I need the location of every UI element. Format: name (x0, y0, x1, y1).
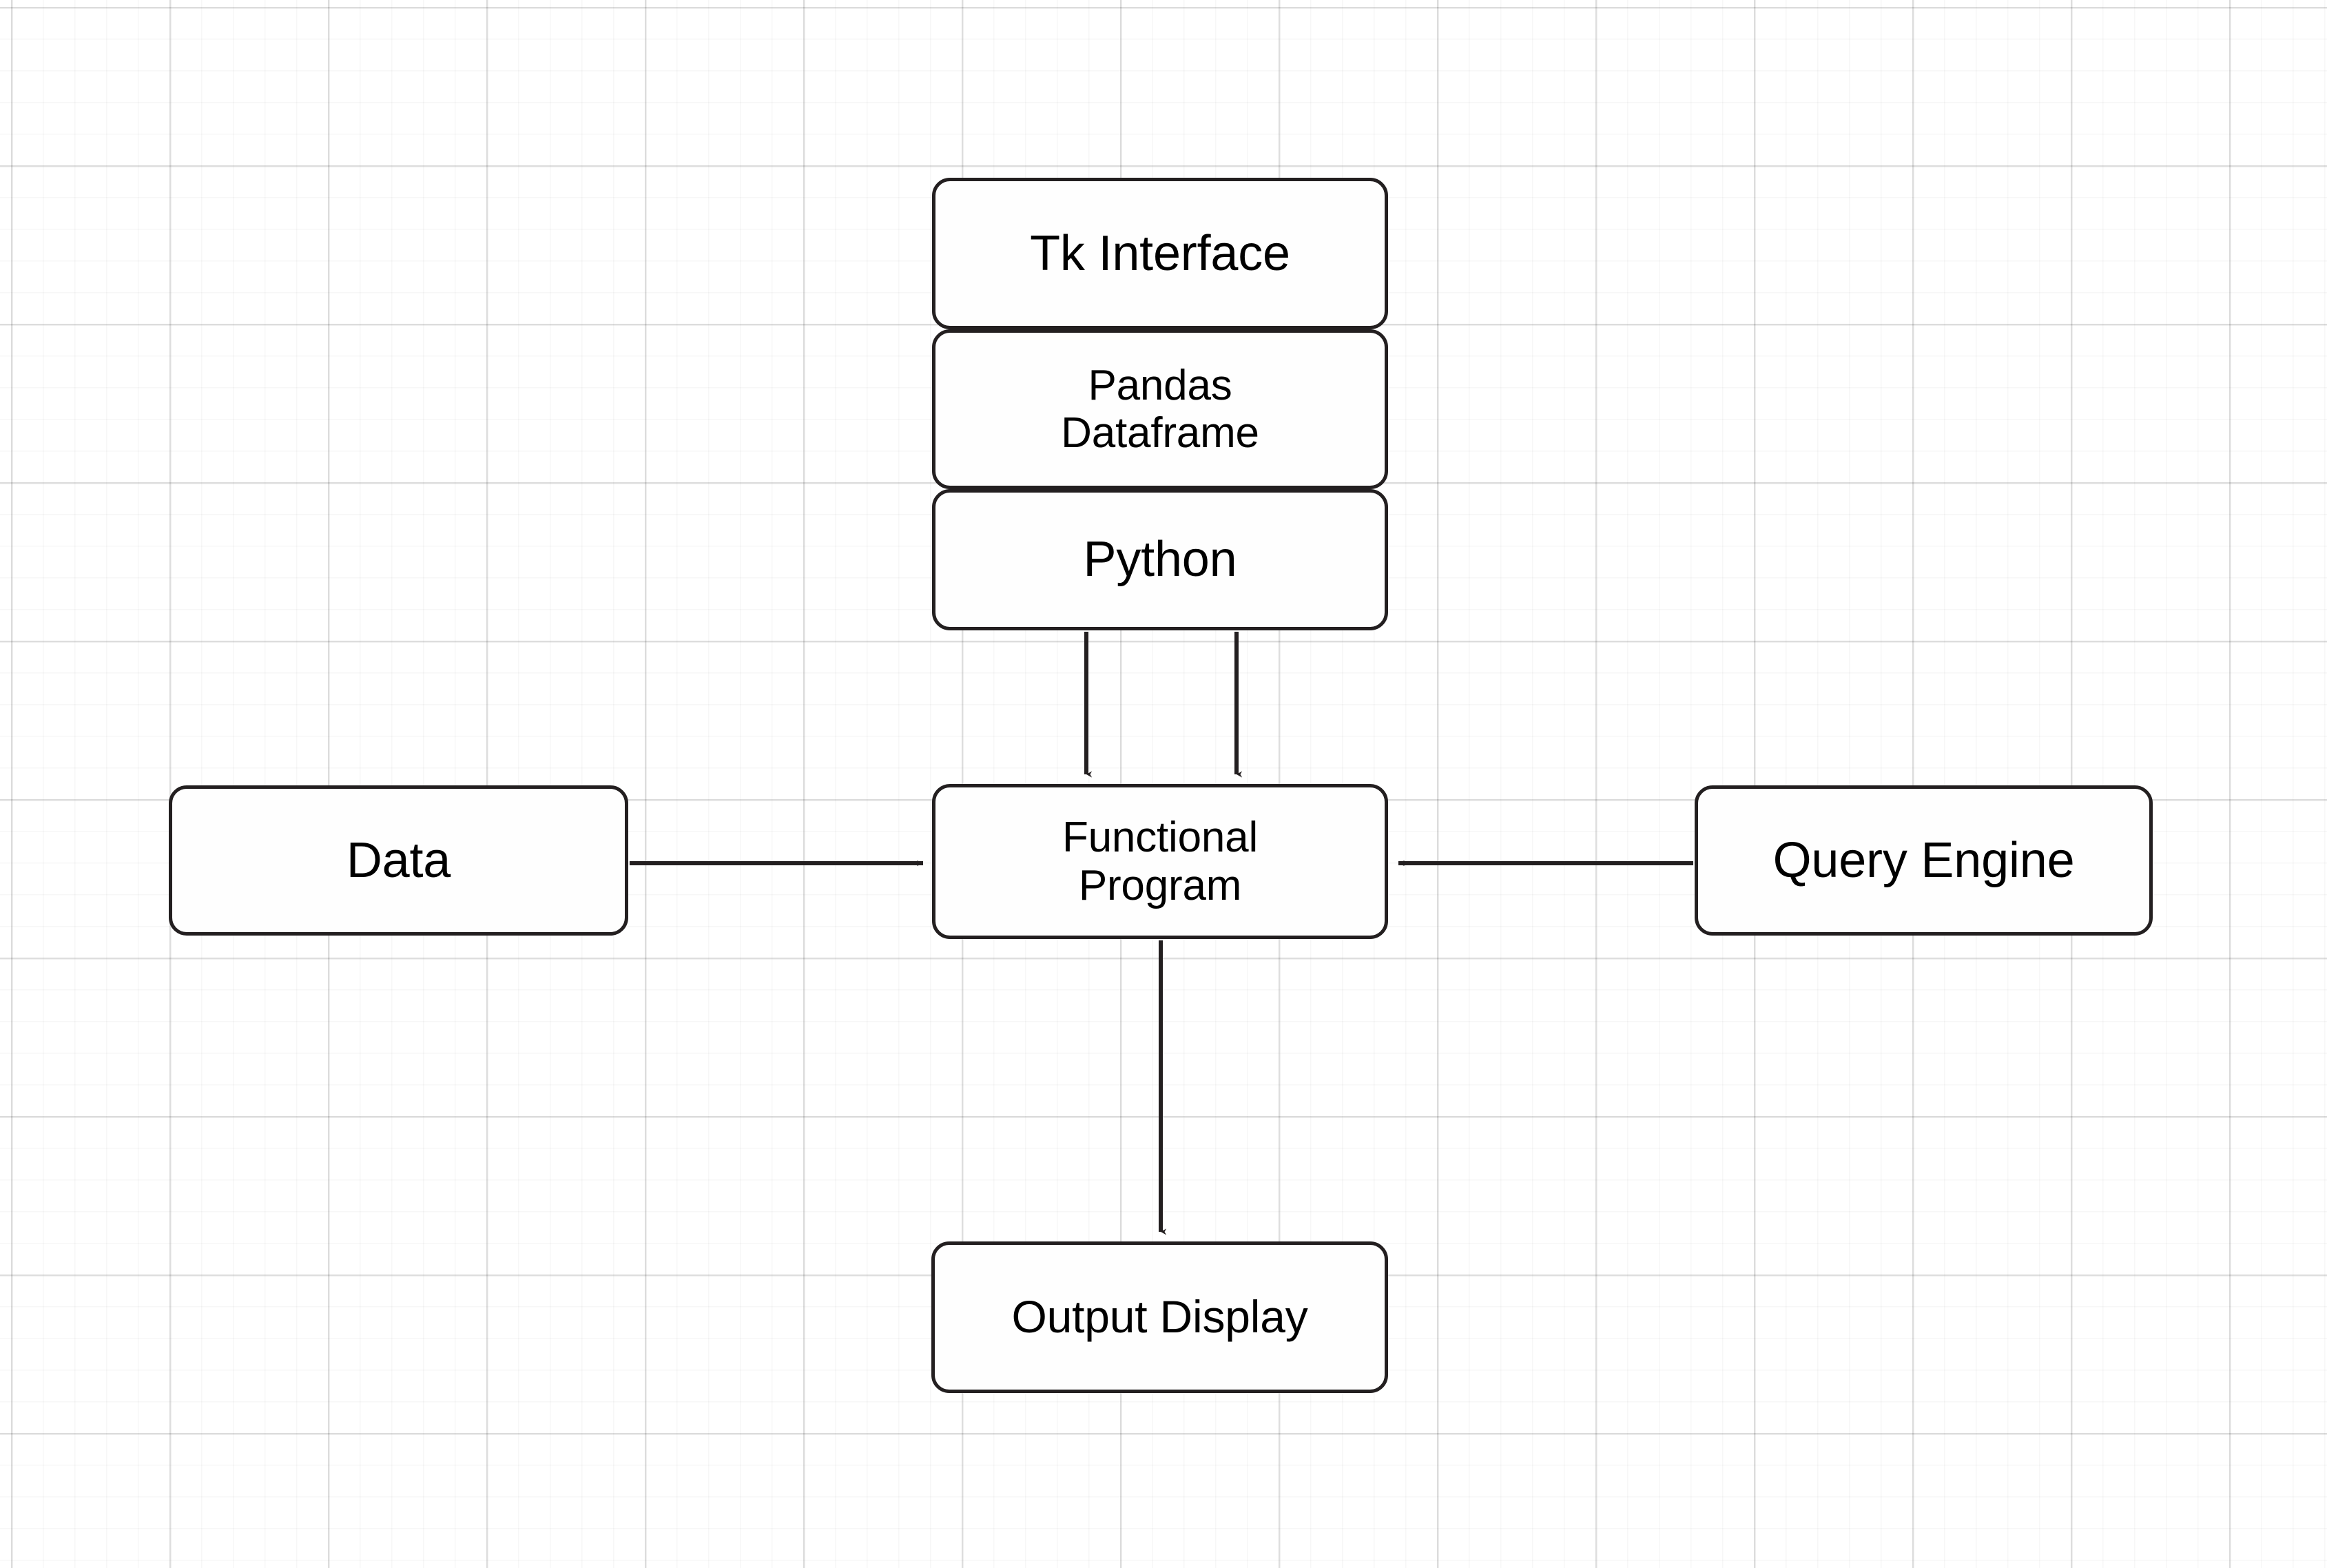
node-output-display[interactable]: Output Display (931, 1241, 1388, 1393)
node-python-label: Python (1083, 532, 1237, 588)
node-functional-program[interactable]: Functional Program (932, 784, 1388, 939)
node-pandas-dataframe-label: Pandas Dataframe (1061, 361, 1259, 457)
node-data-label: Data (346, 832, 451, 888)
node-output-display-label: Output Display (1011, 1291, 1308, 1343)
node-query-engine[interactable]: Query Engine (1695, 785, 2153, 936)
node-tk-interface-label: Tk Interface (1030, 225, 1290, 281)
node-python[interactable]: Python (932, 489, 1388, 630)
node-pandas-dataframe[interactable]: Pandas Dataframe (932, 329, 1388, 489)
node-query-engine-label: Query Engine (1772, 832, 2075, 888)
node-tk-interface[interactable]: Tk Interface (932, 178, 1388, 329)
node-data[interactable]: Data (169, 785, 628, 936)
node-functional-program-label: Functional Program (1062, 814, 1259, 909)
